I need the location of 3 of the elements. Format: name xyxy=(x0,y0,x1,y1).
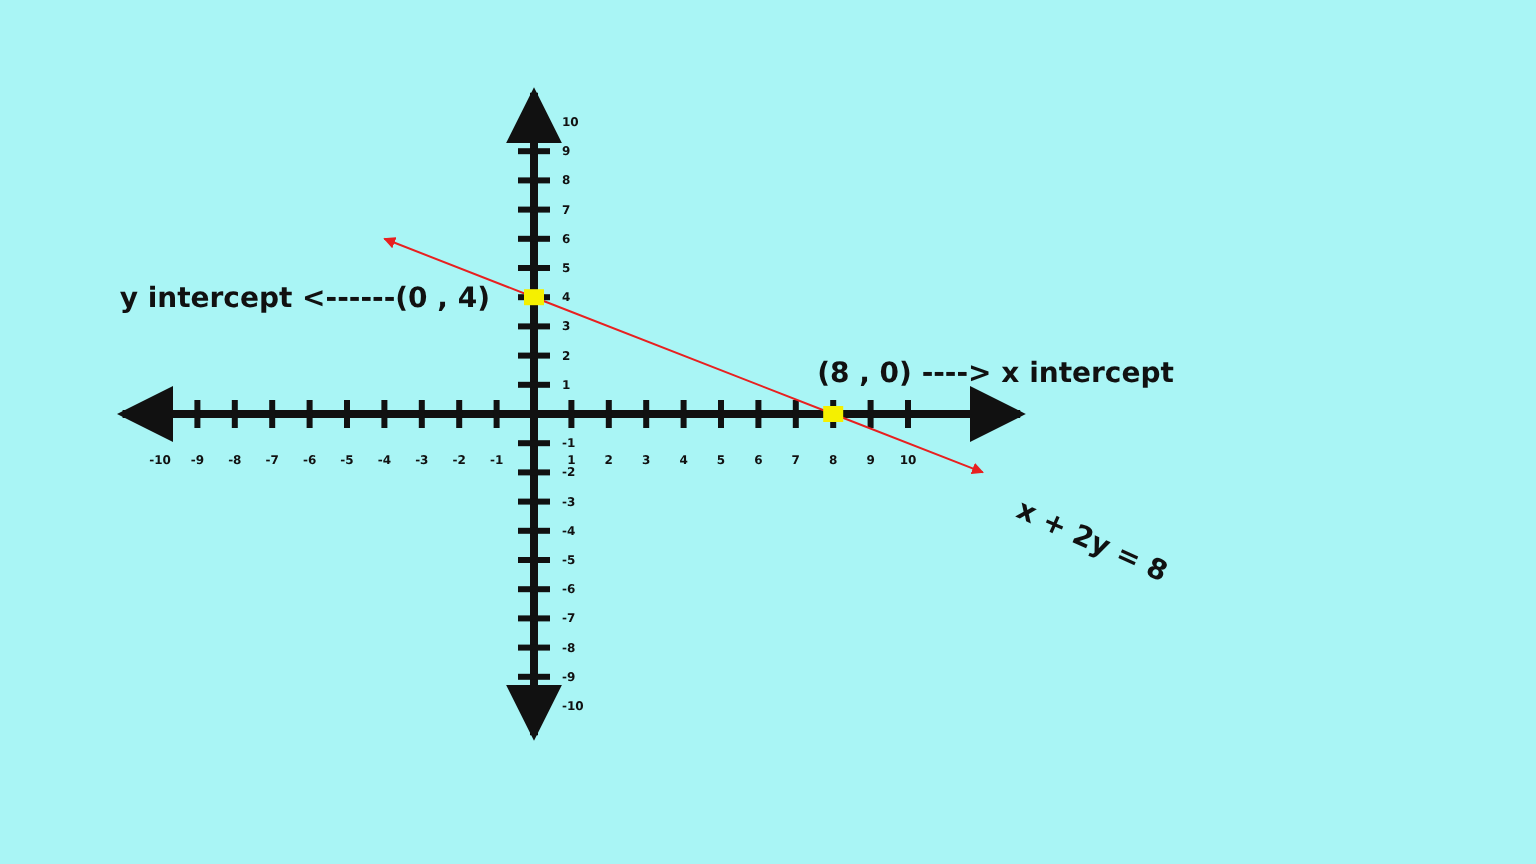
point-label: y intercept <------(0 , 4) xyxy=(119,283,490,316)
equation-label: x + 2y = 8 xyxy=(1011,494,1172,590)
point-label: (8 , 0) ----> x intercept xyxy=(817,358,1174,390)
